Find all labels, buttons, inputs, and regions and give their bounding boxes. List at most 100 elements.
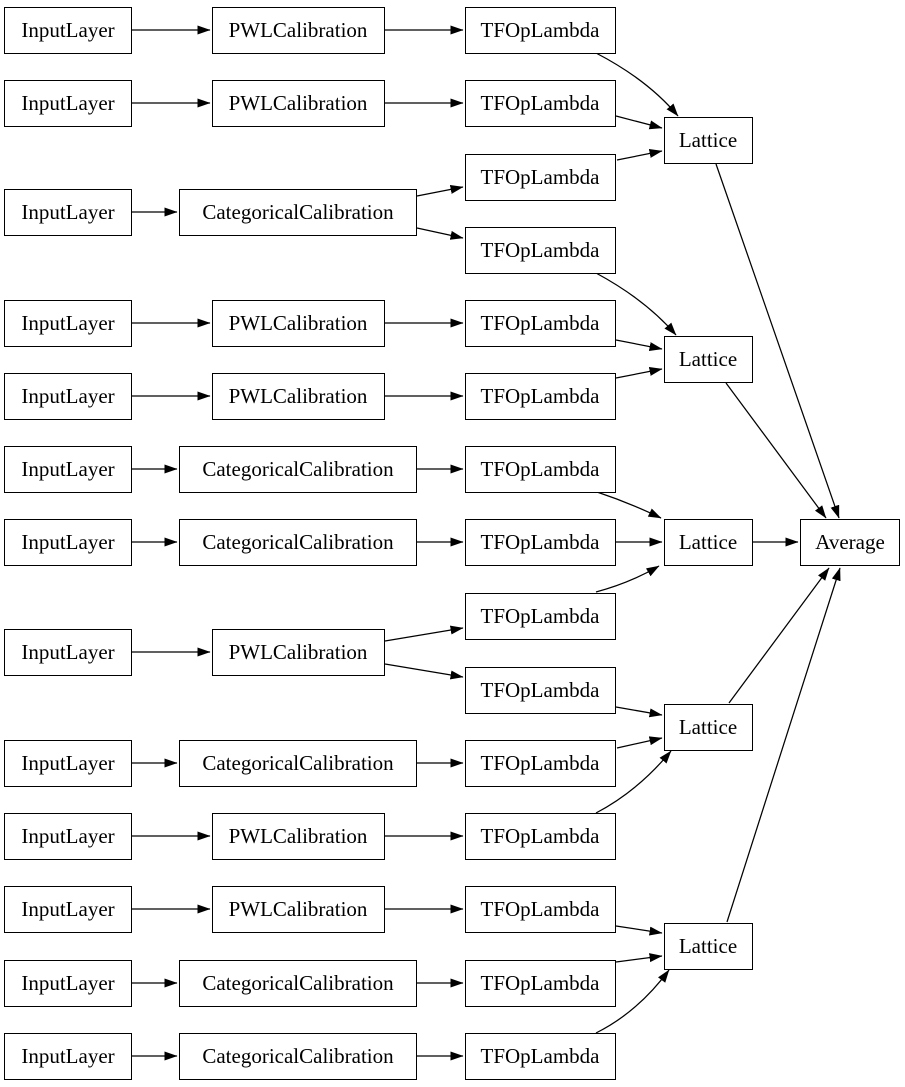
node-input-10: InputLayer	[4, 812, 132, 860]
node-input-13: InputLayer	[4, 1032, 132, 1080]
node-label: TFOpLambda	[480, 164, 600, 189]
edge-lambda-10-to-lattice-4	[615, 706, 663, 718]
node-label: TFOpLambda	[480, 90, 600, 115]
node-cal-9: CategoricalCalibration	[179, 739, 417, 787]
node-label: PWLCalibration	[228, 383, 368, 408]
edge-cal-3-to-lambda-4	[416, 227, 464, 240]
node-label: PWLCalibration	[228, 639, 368, 664]
node-lambda-9: TFOpLambda	[464, 592, 616, 640]
node-cal-11: PWLCalibration	[211, 885, 385, 933]
edge-cal-3-to-lambda-3	[416, 184, 464, 197]
node-lambda-2: TFOpLambda	[464, 79, 616, 127]
node-cal-13: CategoricalCalibration	[179, 1032, 417, 1080]
node-lambda-1: TFOpLambda	[464, 6, 616, 54]
node-cal-5: PWLCalibration	[211, 372, 385, 420]
node-cal-1: PWLCalibration	[211, 6, 385, 54]
node-label: Lattice	[678, 529, 738, 554]
edge-lambda-4-to-lattice-2	[595, 272, 677, 336]
node-input-8: InputLayer	[4, 628, 132, 676]
node-label: PWLCalibration	[228, 823, 368, 848]
node-label: TFOpLambda	[480, 17, 600, 42]
node-cal-10: PWLCalibration	[211, 812, 385, 860]
edge-lattice-4-to-average	[728, 567, 830, 704]
node-label: TFOpLambda	[480, 456, 600, 481]
node-input-5: InputLayer	[4, 372, 132, 420]
edge-lambda-6-to-lattice-2	[615, 366, 663, 379]
node-label: CategoricalCalibration	[202, 456, 394, 481]
node-input-11: InputLayer	[4, 885, 132, 933]
node-lambda-5: TFOpLambda	[464, 299, 616, 347]
node-input-2: InputLayer	[4, 79, 132, 127]
node-label: TFOpLambda	[480, 750, 600, 775]
node-cal-2: PWLCalibration	[211, 79, 385, 127]
node-input-6: InputLayer	[4, 445, 132, 493]
edge-lambda-9-to-lattice-3	[595, 565, 660, 593]
node-input-9: InputLayer	[4, 739, 132, 787]
edge-lambda-13-to-lattice-5	[615, 925, 663, 936]
node-label: Average	[815, 529, 885, 554]
node-label: InputLayer	[21, 456, 115, 481]
node-label: Lattice	[678, 933, 738, 958]
node-input-4: InputLayer	[4, 299, 132, 347]
node-label: CategoricalCalibration	[202, 750, 394, 775]
node-label: PWLCalibration	[228, 90, 368, 115]
node-label: TFOpLambda	[480, 677, 600, 702]
node-label: TFOpLambda	[480, 310, 600, 335]
node-label: InputLayer	[21, 750, 115, 775]
edge-lambda-5-to-lattice-2	[615, 339, 663, 352]
edge-cal-8-to-lambda-9	[384, 625, 464, 642]
node-label: InputLayer	[21, 199, 115, 224]
edge-lambda-15-to-lattice-5	[595, 969, 670, 1034]
node-lambda-7: TFOpLambda	[464, 445, 616, 493]
node-label: TFOpLambda	[480, 603, 600, 628]
node-cal-8: PWLCalibration	[211, 628, 385, 676]
node-label: Lattice	[678, 714, 738, 739]
edge-lambda-12-to-lattice-4	[595, 750, 672, 814]
node-label: InputLayer	[21, 17, 115, 42]
node-cal-3: CategoricalCalibration	[179, 188, 417, 236]
node-label: InputLayer	[21, 383, 115, 408]
node-lambda-3: TFOpLambda	[464, 153, 616, 201]
node-label: Lattice	[678, 127, 738, 152]
node-cal-6: CategoricalCalibration	[179, 445, 417, 493]
edge-lambda-3-to-lattice-1	[616, 149, 663, 161]
node-input-7: InputLayer	[4, 518, 132, 566]
node-label: PWLCalibration	[228, 896, 368, 921]
node-label: InputLayer	[21, 310, 115, 335]
node-lambda-11: TFOpLambda	[464, 739, 616, 787]
node-label: CategoricalCalibration	[202, 529, 394, 554]
node-lambda-14: TFOpLambda	[464, 959, 616, 1007]
node-average: Average	[800, 518, 900, 566]
node-input-12: InputLayer	[4, 959, 132, 1007]
edge-lattice-1-to-average	[715, 163, 840, 519]
node-cal-4: PWLCalibration	[211, 299, 385, 347]
node-lambda-10: TFOpLambda	[464, 666, 616, 714]
edge-lambda-2-to-lattice-1	[615, 115, 663, 130]
node-label: CategoricalCalibration	[202, 970, 394, 995]
edge-lambda-14-to-lattice-5	[615, 953, 663, 963]
node-label: TFOpLambda	[480, 529, 600, 554]
edge-lattice-5-to-average	[726, 567, 841, 923]
node-label: InputLayer	[21, 823, 115, 848]
node-lambda-6: TFOpLambda	[464, 372, 616, 420]
node-label: CategoricalCalibration	[202, 199, 394, 224]
node-label: TFOpLambda	[480, 1043, 600, 1068]
node-cal-7: CategoricalCalibration	[179, 518, 417, 566]
node-cal-12: CategoricalCalibration	[179, 959, 417, 1007]
edge-cal-8-to-lambda-10	[384, 663, 464, 680]
node-label: InputLayer	[21, 639, 115, 664]
node-lattice-1: Lattice	[663, 116, 753, 164]
edge-lambda-7-to-lattice-3	[596, 491, 662, 519]
node-label: PWLCalibration	[228, 310, 368, 335]
edge-lattice-2-to-average	[725, 382, 827, 519]
node-label: TFOpLambda	[480, 237, 600, 262]
node-label: TFOpLambda	[480, 383, 600, 408]
node-label: InputLayer	[21, 1043, 115, 1068]
node-lambda-8: TFOpLambda	[464, 518, 616, 566]
node-lattice-2: Lattice	[663, 335, 753, 383]
node-label: InputLayer	[21, 529, 115, 554]
node-input-1: InputLayer	[4, 6, 132, 54]
node-label: InputLayer	[21, 970, 115, 995]
node-label: PWLCalibration	[228, 17, 368, 42]
